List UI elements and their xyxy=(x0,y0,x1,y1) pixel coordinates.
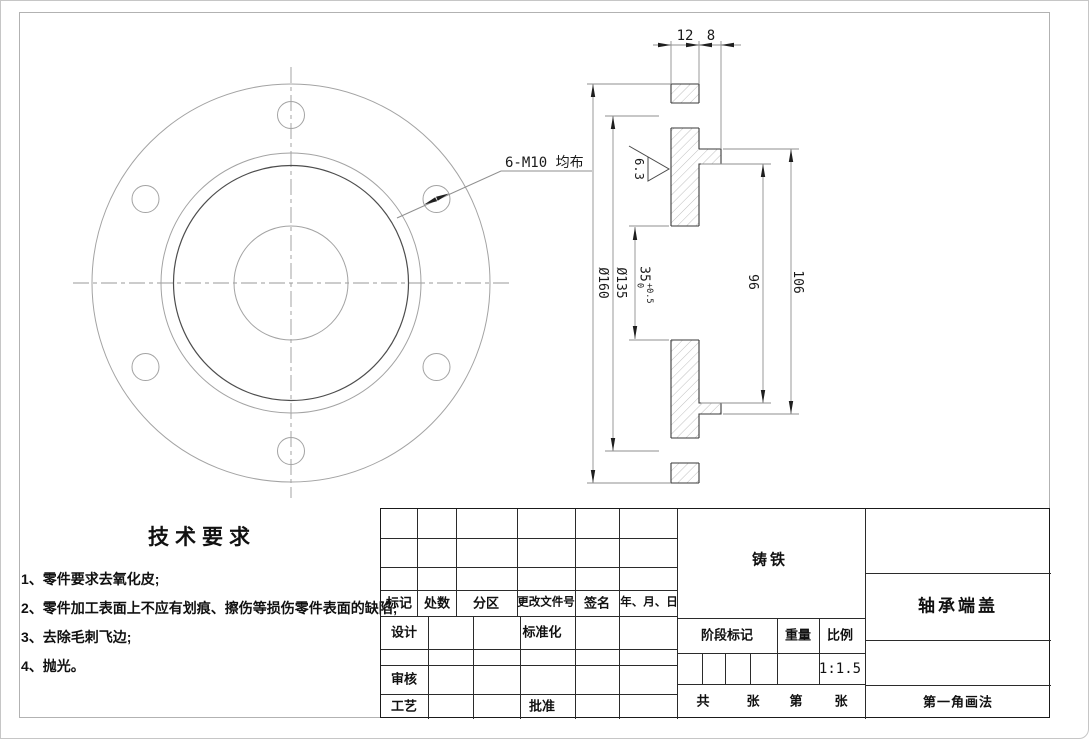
grid-line xyxy=(677,618,865,619)
grid-line xyxy=(575,616,576,719)
scale-value: 1:1.5 xyxy=(818,661,862,677)
role-check: 审核 xyxy=(390,671,418,687)
dim-recess-dia: 96 xyxy=(745,274,760,290)
grid-line xyxy=(381,694,677,695)
bolt-holes-note: 6-M10 均布 xyxy=(505,155,584,171)
section-outline xyxy=(670,83,722,484)
role-standardization: 标准化 xyxy=(522,624,562,640)
part-name: 轴承端盖 xyxy=(918,596,998,616)
grid-line xyxy=(777,618,778,684)
field-stage-mark: 阶段标记 xyxy=(700,627,754,643)
tech-req-item: 3、去除毛刺飞边; xyxy=(21,629,132,645)
bolt-hole xyxy=(277,437,305,465)
rev-header-change-doc: 更改文件号 xyxy=(517,596,575,609)
centerlines xyxy=(73,67,509,498)
grid-line xyxy=(865,640,1051,641)
dim-boss-thickness: 8 xyxy=(707,28,715,44)
grid-line xyxy=(865,509,866,719)
grid-line xyxy=(575,509,576,616)
grid-line xyxy=(517,509,518,616)
section-hatch xyxy=(671,84,721,483)
grid-line xyxy=(428,616,429,719)
role-approve: 批准 xyxy=(528,698,556,714)
rev-header-date: 年、月、日 xyxy=(620,596,678,609)
material-value: 铸铁 xyxy=(751,551,789,569)
bolt-hole xyxy=(422,353,451,381)
grid-line xyxy=(865,685,1051,686)
field-weight: 重量 xyxy=(784,627,812,643)
leader-arrow xyxy=(436,193,449,201)
dim-flange-outer-dia: Ø160 xyxy=(595,267,610,298)
grid-line xyxy=(381,590,677,591)
grid-line xyxy=(619,616,620,719)
grid-line xyxy=(417,509,418,616)
svg-text:+0.5: +0.5 xyxy=(644,283,654,303)
bolt-hole xyxy=(131,185,160,213)
bolt-hole xyxy=(422,185,451,213)
summary-no: 第 xyxy=(789,693,803,709)
surface-roughness-symbol: 6.3 xyxy=(628,145,671,182)
bolt-hole xyxy=(131,353,160,381)
summary-sheet: 张 xyxy=(746,693,760,709)
tech-req-item: 4、抛光。 xyxy=(21,658,85,674)
grid-line xyxy=(750,653,751,684)
center-hole-circle xyxy=(233,225,349,341)
grid-line xyxy=(677,684,865,685)
leader-arrow xyxy=(424,197,437,205)
dim-flange-thickness: 12 xyxy=(677,28,694,44)
svg-text:0: 0 xyxy=(635,283,645,288)
projection-method: 第一角画法 xyxy=(922,694,994,710)
roughness-value: 6.3 xyxy=(632,158,646,180)
tech-req-item: 1、零件要求去氧化皮; xyxy=(21,571,160,587)
grid-line xyxy=(381,538,677,539)
recess-circle xyxy=(172,164,410,402)
grid-line xyxy=(456,509,457,616)
boss-circle xyxy=(160,152,422,414)
grid-line xyxy=(865,573,1051,574)
role-process: 工艺 xyxy=(390,698,418,714)
rev-header-signature: 签名 xyxy=(583,595,611,611)
grid-line xyxy=(520,616,521,719)
tech-req-title: 技术要求 xyxy=(148,526,256,549)
rev-header-count: 处数 xyxy=(423,595,451,611)
rev-header-mark: 标记 xyxy=(385,595,413,611)
technical-requirements: 技术要求 1、零件要求去氧化皮; 2、零件加工表面上不应有划痕、擦伤等损伤零件表… xyxy=(21,521,398,681)
title-block: 标记 处数 分区 更改文件号 签名 年、月、日 设计 标准化 审核 工艺 批准 … xyxy=(380,508,1051,719)
grid-line xyxy=(702,653,703,684)
summary-total: 共 xyxy=(696,693,710,709)
grid-line xyxy=(381,567,677,568)
grid-line xyxy=(725,653,726,684)
grid-line xyxy=(677,509,678,719)
grid-line xyxy=(381,616,677,617)
summary-sheet2: 张 xyxy=(834,693,848,709)
field-scale: 比例 xyxy=(826,627,854,643)
front-view: 6-M10 均布 xyxy=(73,67,592,498)
svg-text:35: 35 xyxy=(637,266,652,282)
dim-bolt-circle-dia: Ø135 xyxy=(613,267,628,298)
grid-line xyxy=(473,616,474,719)
grid-line xyxy=(619,509,620,616)
rev-header-zone: 分区 xyxy=(472,595,500,611)
dim-center-hole: 35 +0.5 0 xyxy=(635,266,655,303)
bolt-hole xyxy=(277,101,305,129)
bolt-holes-leader: 6-M10 均布 xyxy=(396,155,592,219)
grid-line xyxy=(819,618,820,684)
grid-line xyxy=(381,665,677,666)
grid-line xyxy=(677,653,865,654)
flange-outline-circle xyxy=(91,83,491,483)
dimension-labels: 12 8 Ø160 Ø135 35 +0.5 0 96 106 xyxy=(595,28,805,303)
tech-req-item: 2、零件加工表面上不应有划痕、擦伤等损伤零件表面的缺陷; xyxy=(21,600,398,616)
dimension-arrows xyxy=(590,42,794,483)
dim-boss-dia: 106 xyxy=(790,270,805,293)
section-view: 6.3 xyxy=(628,83,722,484)
grid-line xyxy=(381,649,677,650)
role-design: 设计 xyxy=(390,624,418,640)
